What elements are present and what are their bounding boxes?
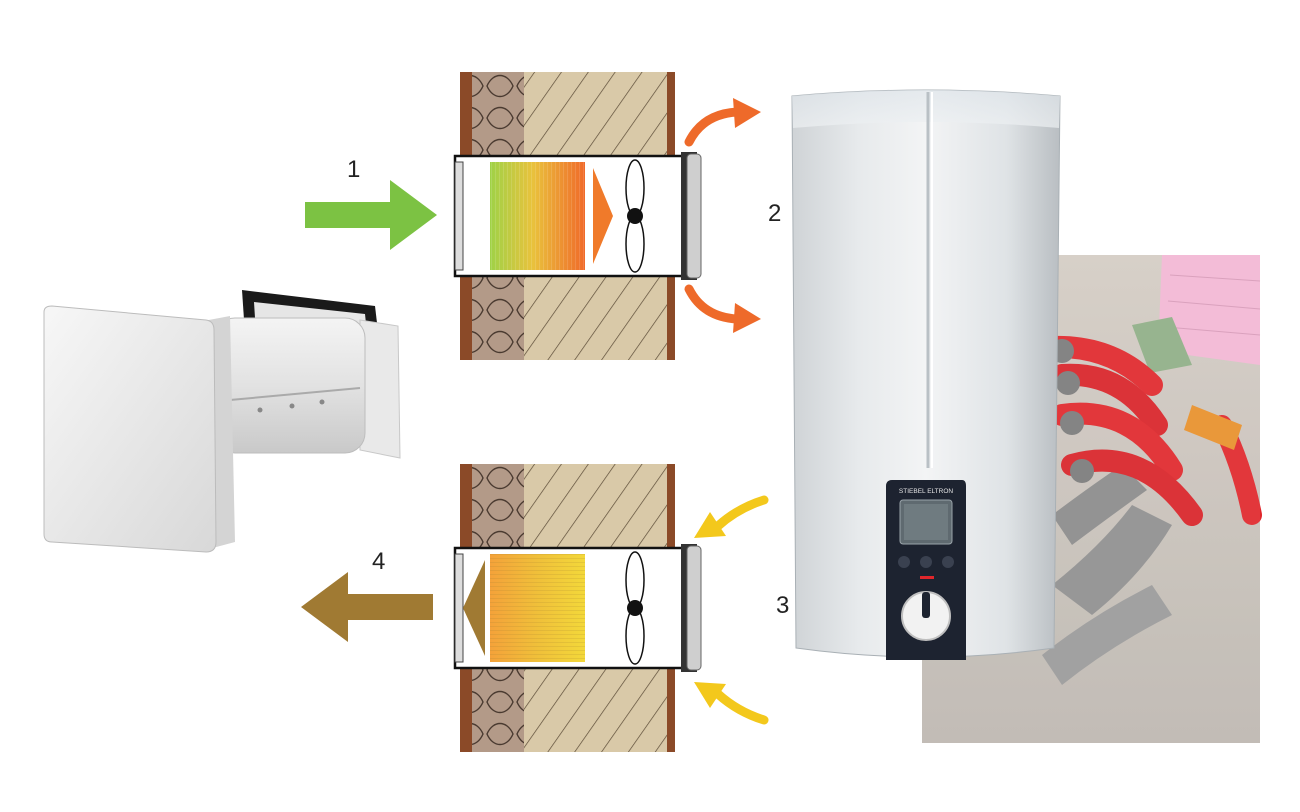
orange-curved-arrow-down-icon bbox=[684, 284, 765, 335]
step-label-1: 1 bbox=[347, 156, 361, 183]
yellow-curved-arrow-up-icon bbox=[688, 676, 769, 726]
heater-brand-label: STIEBEL ELTRON bbox=[899, 488, 953, 495]
wall-section-supply bbox=[453, 70, 775, 360]
green-arrow-right-icon bbox=[305, 180, 440, 250]
yellow-curved-arrow-down-icon bbox=[688, 494, 769, 544]
step-label-4: 4 bbox=[372, 548, 386, 575]
step-label-2: 2 bbox=[768, 200, 782, 227]
ventilation-unit-image bbox=[30, 280, 410, 570]
orange-curved-arrow-up-icon bbox=[684, 96, 765, 147]
brown-arrow-left-icon bbox=[298, 572, 433, 642]
step-label-3: 3 bbox=[776, 592, 790, 619]
wall-section-extract bbox=[453, 462, 775, 752]
water-heater-image: STIEBEL ELTRON bbox=[788, 88, 1063, 663]
